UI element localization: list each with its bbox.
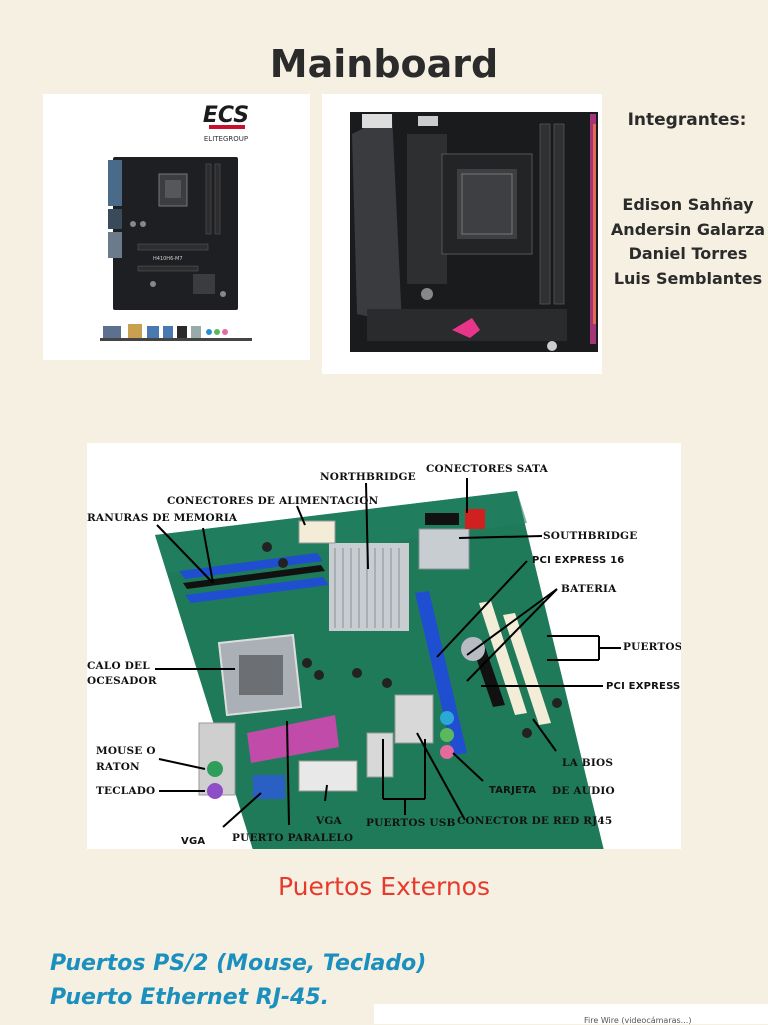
label-puerto-paralelo: PUERTO PARALELO [232,832,354,844]
members-heading: Integrantes: [627,110,747,130]
label-northbridge: NORTHBRIDGE [320,471,416,483]
section-heading: Puertos Externos [278,872,490,901]
label-conectores-alimentacion: CONECTORES DE ALIMENTACION [167,495,379,507]
label-vga-left: VGA [181,836,206,847]
label-pci-express: PCI EXPRESS [606,681,681,692]
ecs-logo: ECS [203,103,249,128]
label-conectores-sata: CONECTORES SATA [426,463,548,475]
ecs-motherboard-illustration: ECS ELITEGROUP H410H6-M7 [100,98,261,341]
motherboard-diagram-illustration [155,478,621,849]
board-model-label: H410H6-M7 [153,256,183,262]
member-name: Andersin Galarza [610,219,766,239]
rog-motherboard-photo [322,94,602,374]
member-name: Daniel Torres [628,244,748,263]
bullet-item: Puertos PS/2 (Mouse, Teclado) [50,951,427,976]
label-zocalo-line2: OCESADOR [87,675,157,687]
label-teclado: TECLADO [96,785,156,797]
label-vga-right: VGA [316,815,342,827]
bottom-image-fragment: Fire Wire (videocámaras...) [374,1004,768,1025]
motherboard-diagram: NORTHBRIDGE CONECTORES SATA CONECTORES D… [87,443,681,849]
label-puertos: PUERTOS [623,641,681,653]
label-mouse-line2: RATON [96,761,140,773]
members-list: Edison Sahñay Andersin Galarza Daniel To… [606,193,768,291]
ecs-logo-subtext: ELITEGROUP [204,135,248,143]
label-bateria: BATERIA [561,583,617,595]
label-la-bios: LA BIOS [562,757,614,769]
label-puertos-usb: PUERTOS USB [366,817,456,829]
label-zocalo-line1: CALO DEL [87,660,150,672]
label-ranuras-memoria: RANURAS DE MEMORIA [87,512,238,524]
member-name: Edison Sahñay [622,195,754,214]
label-southbridge: SOUTHBRIDGE [543,530,638,542]
ecs-motherboard-photo: ECS ELITEGROUP H410H6-M7 [43,94,310,360]
label-mouse-line1: MOUSE O [96,745,156,757]
label-tarjeta: TARJETA [489,785,537,796]
page-title: Mainboard [269,42,499,86]
label-de-audio: DE AUDIO [552,785,615,797]
bottom-image-caption: Fire Wire (videocámaras...) [584,1016,692,1025]
label-pci-express-16: PCI EXPRESS 16 [532,555,625,566]
member-name: Luis Semblantes [613,268,763,288]
label-conector-red: CONECTOR DE RED RJ45 [457,815,613,827]
rog-motherboard-illustration [350,112,598,352]
bullet-item: Puerto Ethernet RJ-45. [50,985,330,1010]
